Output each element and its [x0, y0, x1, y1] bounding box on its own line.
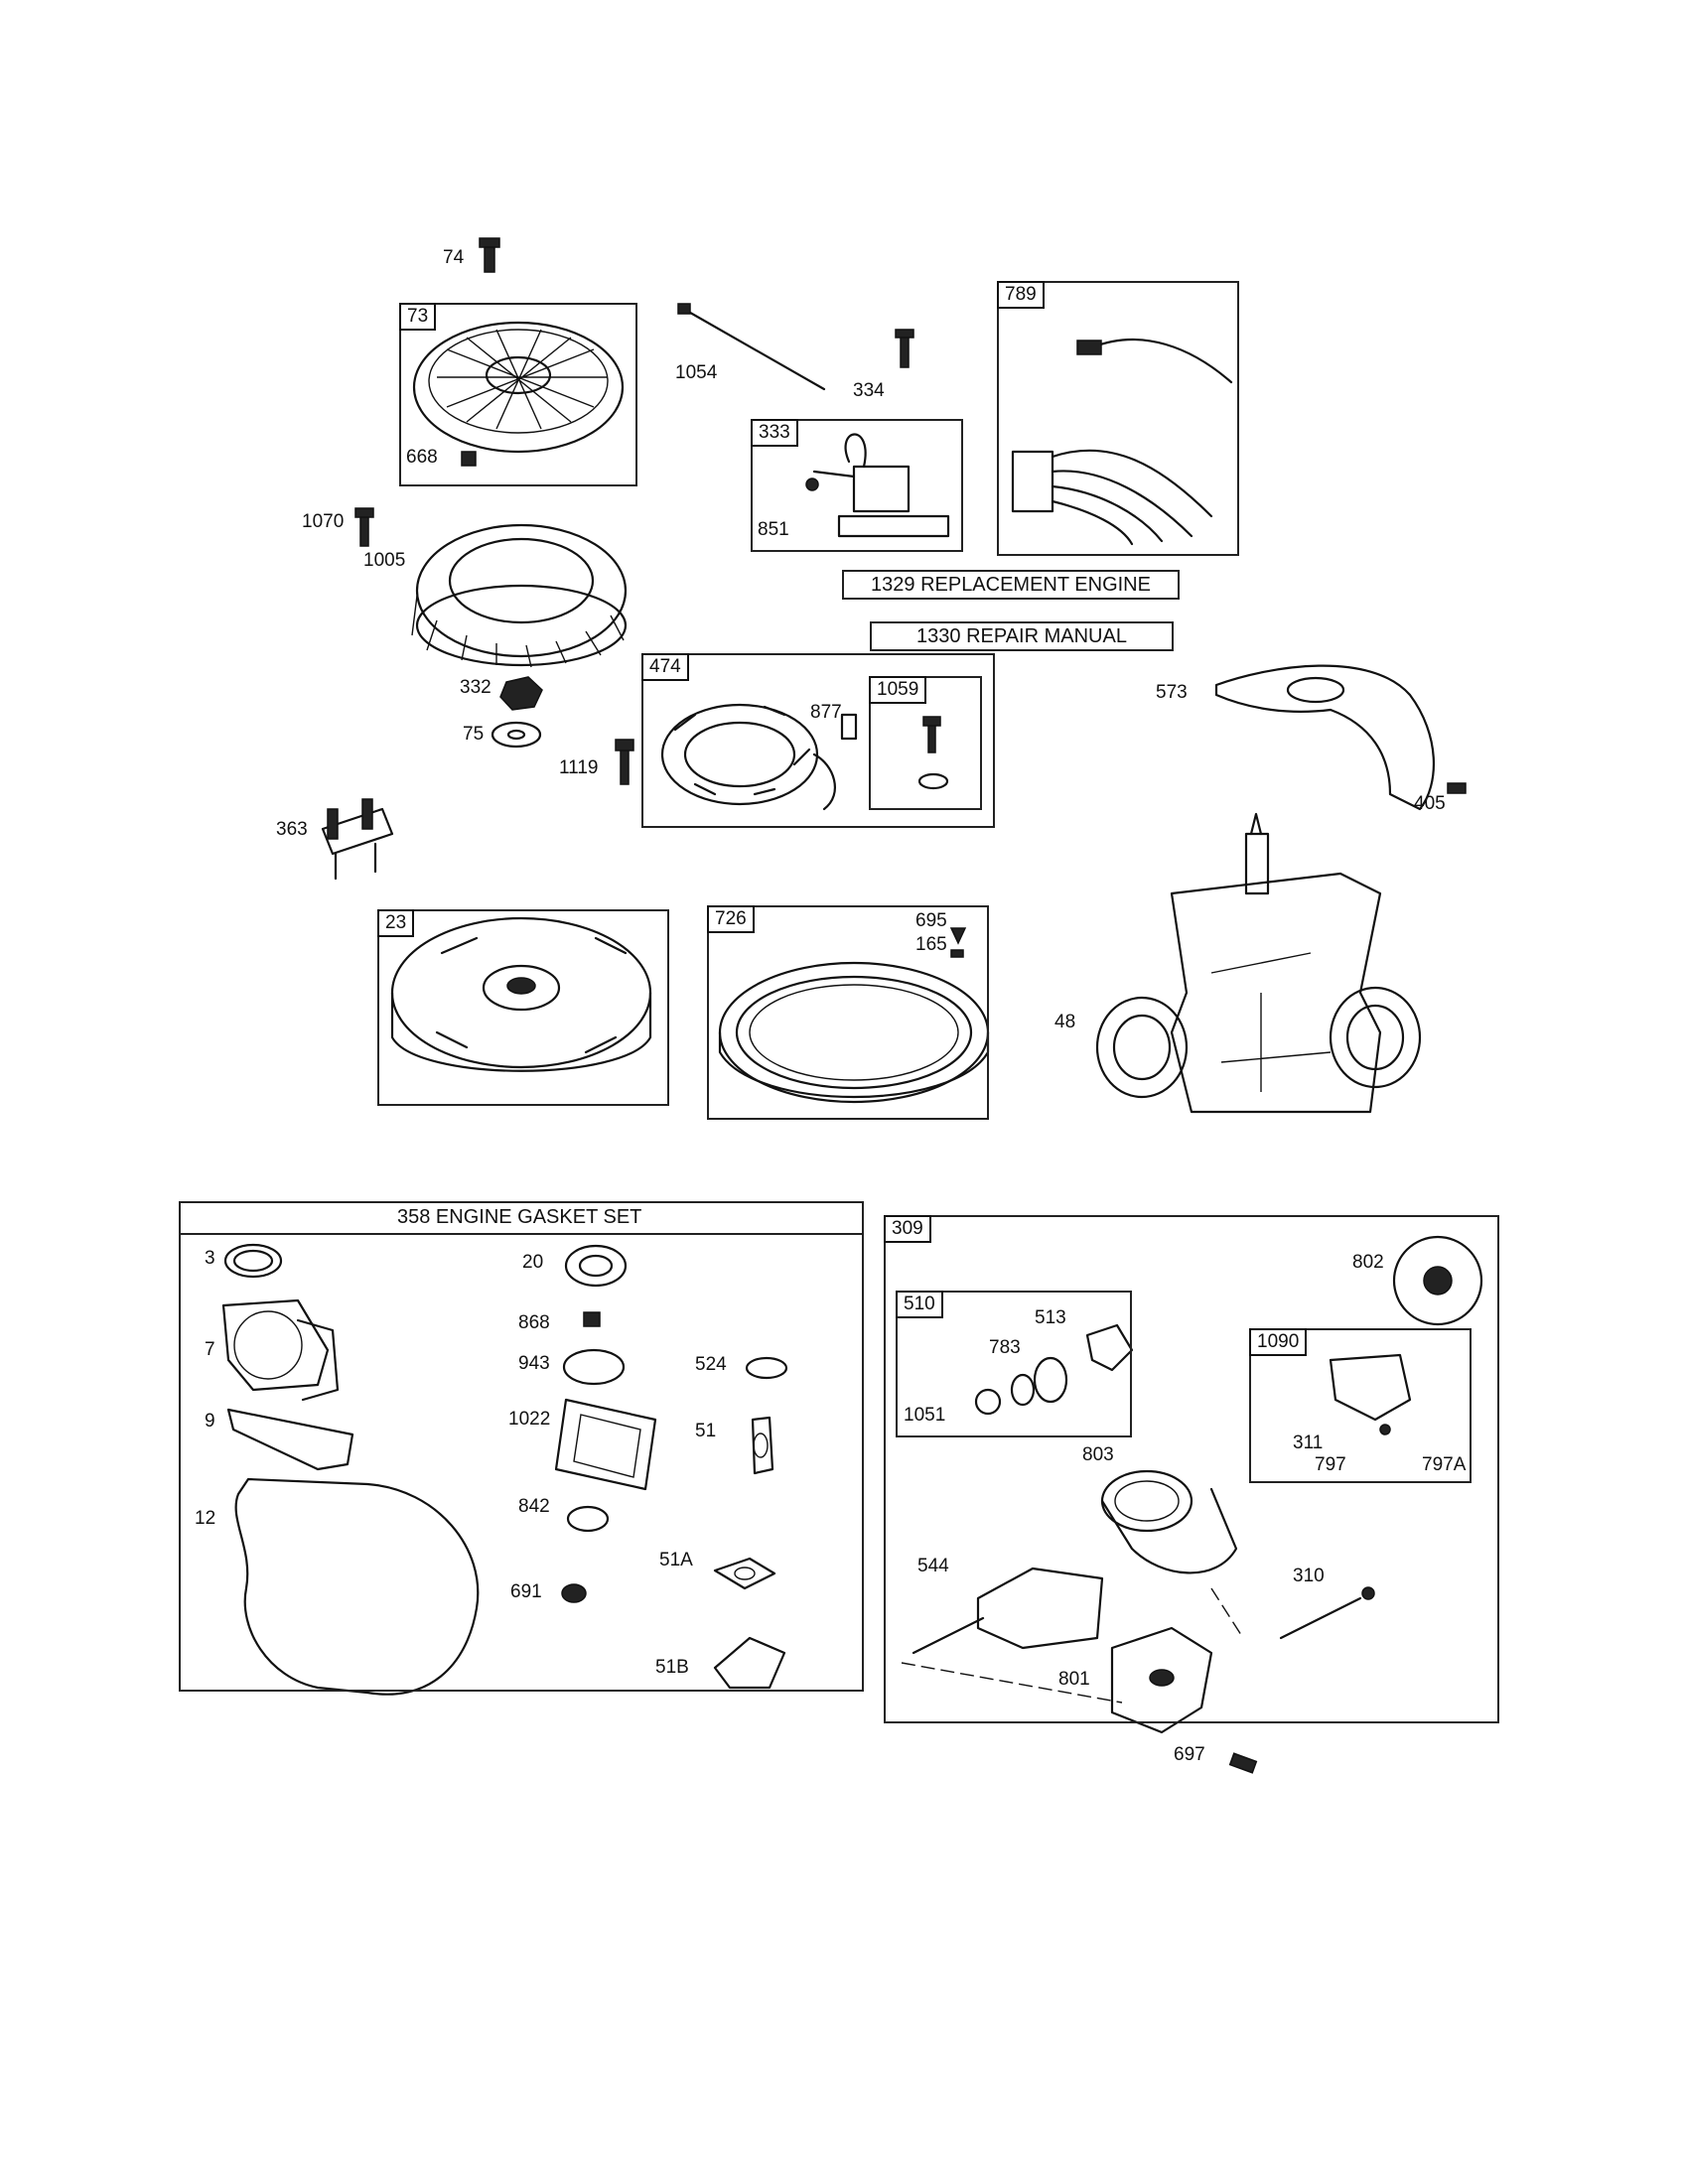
starter-motor-box — [884, 1215, 1499, 1723]
label-363: 363 — [276, 819, 308, 840]
box-label-789: 789 — [997, 281, 1045, 309]
label-334: 334 — [853, 380, 885, 401]
armature-box — [751, 419, 963, 552]
label-310: 310 — [1293, 1566, 1325, 1586]
label-868: 868 — [518, 1312, 550, 1333]
label-695: 695 — [915, 910, 947, 931]
box-label-726: 726 — [707, 905, 755, 933]
label-1022: 1022 — [508, 1409, 551, 1430]
gasket-set-box — [179, 1201, 864, 1692]
drive-assembly-box — [896, 1291, 1132, 1437]
label-3: 3 — [205, 1248, 215, 1269]
label-697: 697 — [1174, 1744, 1205, 1765]
label-783: 783 — [989, 1337, 1021, 1358]
brush-assembly-box — [1249, 1328, 1472, 1483]
label-51: 51 — [695, 1421, 717, 1441]
label-797: 797 — [1315, 1454, 1346, 1475]
label-9: 9 — [205, 1411, 215, 1432]
air-baffle-drawing — [1214, 664, 1467, 811]
box-label-73: 73 — [399, 303, 437, 331]
gasket-set-drawings — [221, 1243, 788, 1696]
label-524: 524 — [695, 1354, 727, 1375]
rotating-screen-box — [399, 303, 637, 486]
ring-gear-box — [707, 905, 989, 1120]
label-842: 842 — [518, 1496, 550, 1517]
label-1119: 1119 — [559, 757, 599, 778]
cable-tie-drawing — [677, 303, 826, 391]
nut-washer-drawing — [491, 676, 543, 749]
label-851: 851 — [758, 519, 789, 540]
alternator-stator-drawing — [660, 703, 858, 811]
label-802: 802 — [1352, 1252, 1384, 1273]
label-332: 332 — [460, 677, 491, 698]
flywheel-fan-drawing — [354, 507, 628, 668]
bolt-1119-drawing — [615, 739, 634, 785]
replacement-engine-kit: 1329 REPLACEMENT ENGINE — [842, 570, 1180, 600]
label-513: 513 — [1035, 1307, 1066, 1328]
cylinder-block-drawing — [1095, 812, 1422, 1114]
label-1070: 1070 — [302, 511, 345, 532]
rotating-screen-drawing — [412, 321, 625, 467]
gasket-set-header — [179, 1201, 864, 1235]
label-12: 12 — [195, 1508, 216, 1529]
label-74: 74 — [443, 247, 465, 268]
label-691: 691 — [510, 1581, 542, 1602]
label-20: 20 — [522, 1252, 544, 1273]
stator-box — [641, 653, 995, 828]
box-label-333: 333 — [751, 419, 798, 447]
label-1054: 1054 — [675, 362, 718, 383]
label-1051: 1051 — [904, 1405, 946, 1426]
bolt-74-drawing — [479, 237, 500, 273]
screw-washer-1059-drawing — [917, 716, 949, 790]
box-label-23: 23 — [377, 909, 415, 937]
label-573: 573 — [1156, 682, 1188, 703]
flywheel-drawing — [390, 916, 652, 1072]
box-label-1059: 1059 — [869, 676, 927, 704]
label-943: 943 — [518, 1353, 550, 1374]
starter-motor-drawings — [901, 1235, 1483, 1774]
label-405: 405 — [1414, 793, 1446, 814]
box-label-474: 474 — [641, 653, 689, 681]
label-48: 48 — [1054, 1012, 1076, 1032]
ring-gear-drawing — [718, 927, 990, 1104]
box-label-1090: 1090 — [1249, 1328, 1308, 1356]
screw-334-drawing — [895, 329, 914, 368]
label-7: 7 — [205, 1339, 215, 1360]
label-1005: 1005 — [363, 550, 406, 571]
repair-manual-kit: 1330 REPAIR MANUAL — [870, 621, 1174, 651]
label-75: 75 — [463, 724, 485, 745]
label-165: 165 — [915, 934, 947, 955]
label-801: 801 — [1058, 1669, 1090, 1690]
wire-harness-drawing — [1011, 339, 1233, 546]
bracket-363-drawing — [321, 798, 394, 881]
ignition-armature-drawing — [805, 433, 950, 538]
label-803: 803 — [1082, 1444, 1114, 1465]
box-label-309: 309 — [884, 1215, 931, 1243]
label-797A: 797A — [1422, 1454, 1467, 1475]
flywheel-box — [377, 909, 669, 1106]
gasket-set-title: 358 ENGINE GASKET SET — [397, 1206, 642, 1228]
label-311: 311 — [1293, 1433, 1324, 1453]
box-label-510: 510 — [896, 1291, 943, 1318]
label-51B: 51B — [655, 1657, 689, 1678]
label-51A: 51A — [659, 1550, 693, 1570]
label-877: 877 — [810, 702, 842, 723]
harness-box — [997, 281, 1239, 556]
label-668: 668 — [406, 447, 438, 468]
label-544: 544 — [917, 1556, 949, 1576]
